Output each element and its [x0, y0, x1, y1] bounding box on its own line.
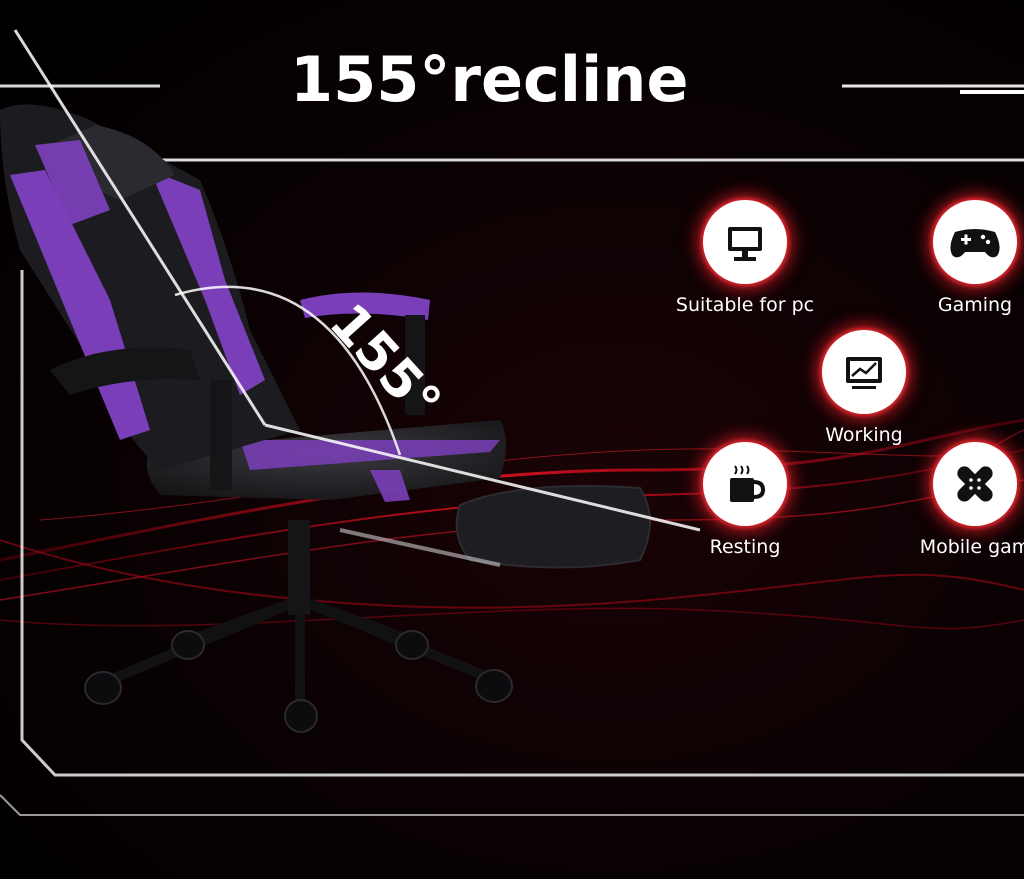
feature-label: Gaming — [937, 294, 1013, 316]
feature-mobile-gaming: Mobile gam — [885, 442, 1024, 558]
chart-screen-icon — [822, 330, 906, 414]
feature-label: Mobile gam — [919, 536, 1024, 558]
feature-label: Working — [825, 424, 903, 446]
bandage-icon — [933, 442, 1017, 526]
feature-label: Suitable for pc — [675, 294, 815, 316]
coffee-mug-icon — [703, 442, 787, 526]
recline-angle-guides — [13, 29, 701, 532]
headline-title: 155°recline — [290, 43, 689, 116]
feature-resting: Resting — [655, 442, 835, 558]
feature-working: Working — [774, 330, 954, 446]
feature-label: Resting — [709, 536, 781, 558]
feature-gaming: Gaming — [885, 200, 1024, 316]
monitor-icon — [703, 200, 787, 284]
frame-lines — [0, 84, 1024, 816]
gaming-chair-image — [0, 104, 651, 733]
feature-suitable-for-pc: Suitable for pc — [655, 200, 835, 316]
gamepad-icon — [933, 200, 1017, 284]
